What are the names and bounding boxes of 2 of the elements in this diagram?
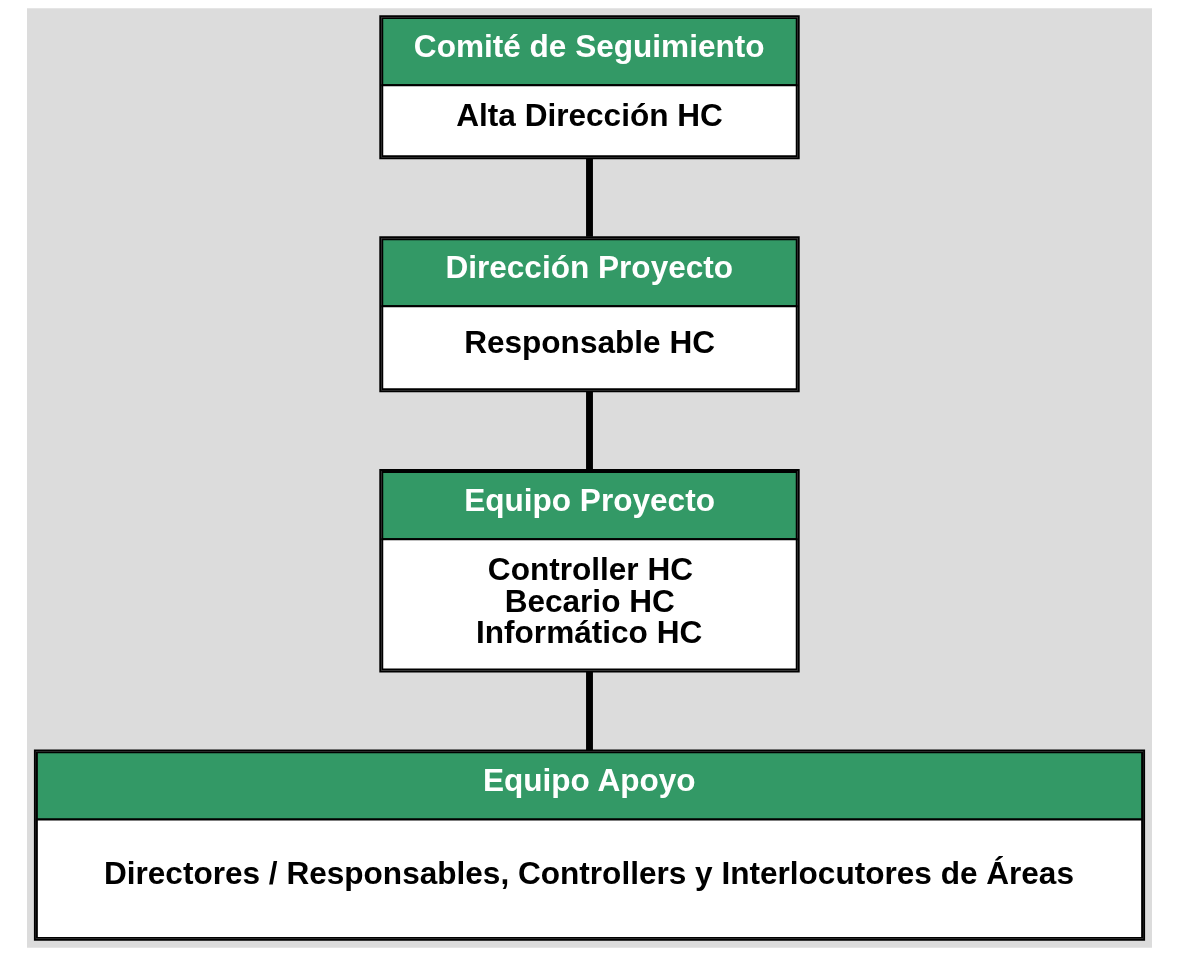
connector bbox=[585, 671, 593, 751]
connector bbox=[585, 391, 593, 471]
